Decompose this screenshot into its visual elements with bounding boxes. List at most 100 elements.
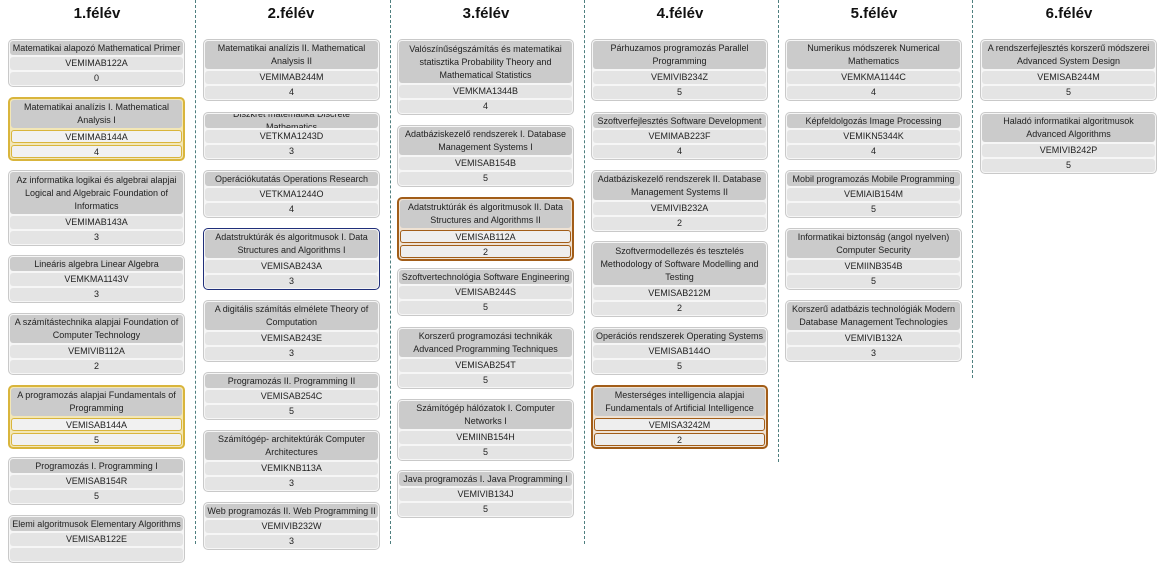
course-name: Mesterséges intelligencia alapjai Fundam… xyxy=(594,388,765,416)
course-card-vemiinb354b[interactable]: Informatikai biztonság (angol nyelven) C… xyxy=(785,228,962,290)
course-code: VEMIVIB234Z xyxy=(593,71,766,84)
course-name: Adatbáziskezelő rendszerek I. Database M… xyxy=(399,127,572,155)
course-code: VEMIVIB232W xyxy=(205,520,378,533)
course-code: VEMIVIB134J xyxy=(399,488,572,501)
course-code: VEMIKNB113A xyxy=(205,462,378,475)
course-code: VEMIMAB244M xyxy=(205,71,378,84)
course-credit xyxy=(10,548,183,561)
course-name: Szoftvermodellezés és tesztelés Methodol… xyxy=(593,243,766,285)
course-name: A rendszerfejlesztés korszerű módszerei … xyxy=(982,41,1155,69)
course-credit: 3 xyxy=(205,535,378,548)
course-code: VEMISAB212M xyxy=(593,287,766,300)
course-code: VEMIMAB143A xyxy=(10,216,183,229)
course-code: VEMISAB254T xyxy=(399,359,572,372)
course-card-vemivib242p[interactable]: Haladó informatikai algoritmusok Advance… xyxy=(980,112,1157,174)
course-name: Korszerű programozási technikák Advanced… xyxy=(399,329,572,357)
course-credit: 2 xyxy=(10,360,183,373)
course-code: VEMKMA1344B xyxy=(399,85,572,98)
course-name: Szoftverfejlesztés Software Development xyxy=(593,114,766,128)
course-code: VEMISAB154B xyxy=(399,157,572,170)
course-card-vemkma1344b[interactable]: Valószínűségszámítás és matematikai stat… xyxy=(397,39,574,115)
course-card-vemivib234z[interactable]: Párhuzamos programozás Parallel Programm… xyxy=(591,39,768,101)
course-credit: 5 xyxy=(982,159,1155,172)
course-card-vemivib132a[interactable]: Korszerű adatbázis technológiák Modern D… xyxy=(785,300,962,362)
semester-separator xyxy=(195,0,196,544)
course-card-vemiknb113a[interactable]: Számítógép- architektúrák Computer Archi… xyxy=(203,430,380,492)
course-card-vemisab122e[interactable]: Elemi algoritmusok Elementary Algorithms… xyxy=(8,515,185,563)
course-card-vemisab243a[interactable]: Adatstruktúrák és algoritmusok I. Data S… xyxy=(203,228,380,290)
course-name: Haladó informatikai algoritmusok Advance… xyxy=(982,114,1155,142)
course-credit: 5 xyxy=(399,172,572,185)
course-name: Matematikai analízis II. Mathematical An… xyxy=(205,41,378,69)
course-name: Adatbáziskezelő rendszerek II. Database … xyxy=(593,172,766,200)
course-card-vemisab243e[interactable]: A digitális számítás elmélete Theory of … xyxy=(203,300,380,362)
course-card-vemisab244m[interactable]: A rendszerfejlesztés korszerű módszerei … xyxy=(980,39,1157,101)
course-card-vemimab143a[interactable]: Az informatika logikai és algebrai alapj… xyxy=(8,170,185,246)
course-name: Szoftvertechnológia Software Engineering xyxy=(399,270,572,284)
course-card-vemivib112a[interactable]: A számítástechnika alapjai Foundation of… xyxy=(8,313,185,375)
course-card-vemisab144a[interactable]: A programozás alapjai Fundamentals of Pr… xyxy=(8,385,185,449)
course-code: VEMISAB244S xyxy=(399,286,572,299)
course-name: Mobil programozás Mobile Programming xyxy=(787,172,960,186)
course-code: VEMIKN5344K xyxy=(787,130,960,143)
course-code: VEMISAB122E xyxy=(10,533,183,546)
course-card-vemkma1144c[interactable]: Numerikus módszerek Numerical Mathematic… xyxy=(785,39,962,101)
course-credit: 5 xyxy=(593,360,766,373)
course-code: VEMISAB112A xyxy=(400,230,571,243)
course-code: VEMIVIB112A xyxy=(10,345,183,358)
course-code: VEMISAB154R xyxy=(10,475,183,488)
course-credit: 4 xyxy=(787,86,960,99)
course-credit: 2 xyxy=(593,302,766,315)
course-credit: 5 xyxy=(982,86,1155,99)
course-card-vemisab254t[interactable]: Korszerű programozási technikák Advanced… xyxy=(397,327,574,389)
semester-separator xyxy=(972,0,973,378)
course-credit: 3 xyxy=(10,231,183,244)
course-credit: 2 xyxy=(593,217,766,230)
course-name: A programozás alapjai Fundamentals of Pr… xyxy=(11,388,182,416)
course-card-vemivib232a[interactable]: Adatbáziskezelő rendszerek II. Database … xyxy=(591,170,768,232)
course-name: Elemi algoritmusok Elementary Algorithms xyxy=(10,517,183,531)
course-credit: 4 xyxy=(787,145,960,158)
course-code: VEMIVIB242P xyxy=(982,144,1155,157)
course-credit: 3 xyxy=(787,347,960,360)
course-card-vemimab244m[interactable]: Matematikai analízis II. Mathematical An… xyxy=(203,39,380,101)
course-name: Programozás I. Programming I xyxy=(10,459,183,473)
course-card-vemisa3242m[interactable]: Mesterséges intelligencia alapjai Fundam… xyxy=(591,385,768,449)
course-name: Az informatika logikai és algebrai alapj… xyxy=(10,172,183,214)
semester-title: 4.félév xyxy=(656,5,704,22)
course-code: VEMIVIB232A xyxy=(593,202,766,215)
course-name: Számítógép hálózatok I. Computer Network… xyxy=(399,401,572,429)
course-credit: 4 xyxy=(399,100,572,113)
course-card-vemisab244s[interactable]: Szoftvertechnológia Software Engineering… xyxy=(397,268,574,316)
course-card-vemimab144a[interactable]: Matematikai analízis I. Mathematical Ana… xyxy=(8,97,185,161)
course-card-vemisab154b[interactable]: Adatbáziskezelő rendszerek I. Database M… xyxy=(397,125,574,187)
course-name: Adatstruktúrák és algoritmusok II. Data … xyxy=(400,200,571,228)
course-code: VEMIINB354B xyxy=(787,260,960,273)
course-code: VEMKMA1144C xyxy=(787,71,960,84)
course-credit: 5 xyxy=(11,433,182,446)
course-card-vemisab212m[interactable]: Szoftvermodellezés és tesztelés Methodol… xyxy=(591,241,768,317)
course-code: VEMISAB144O xyxy=(593,345,766,358)
course-name: Diszkrét matematika Discrete Mathematics xyxy=(205,114,378,128)
course-code: VEMISAB244M xyxy=(982,71,1155,84)
course-credit: 4 xyxy=(205,86,378,99)
course-card-vemiinb154h[interactable]: Számítógép hálózatok I. Computer Network… xyxy=(397,399,574,461)
course-card-vemisab112a[interactable]: Adatstruktúrák és algoritmusok II. Data … xyxy=(397,197,574,261)
course-card-vetkma1243d[interactable]: Diszkrét matematika Discrete Mathematics… xyxy=(203,112,380,160)
